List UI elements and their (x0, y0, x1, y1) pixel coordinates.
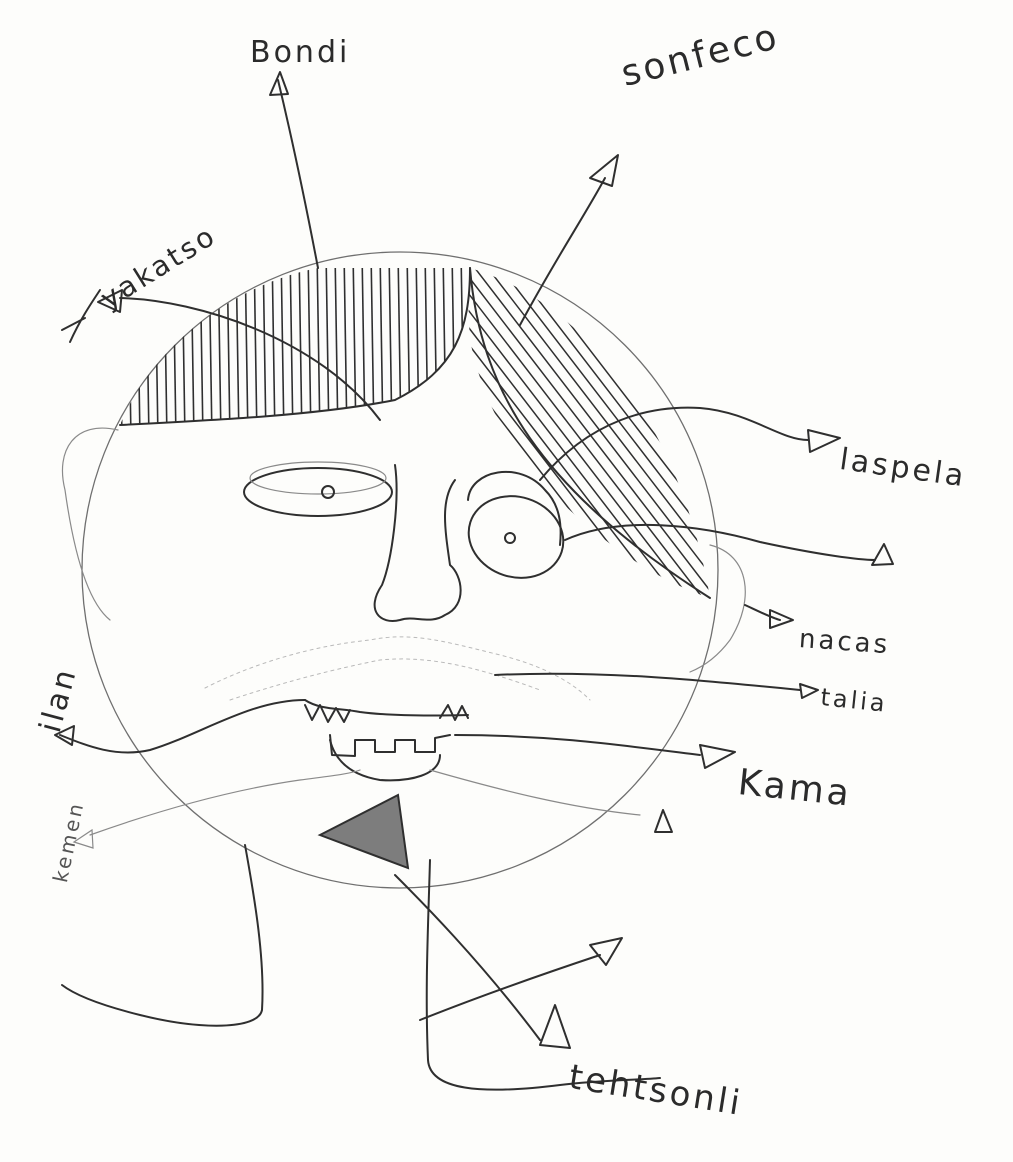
right-eye (458, 484, 574, 590)
right-pupil (505, 533, 515, 543)
left-eye (244, 468, 392, 516)
hair-right-edge (470, 268, 710, 598)
left-ear (62, 428, 118, 620)
goatee (320, 795, 408, 868)
neck-left (62, 845, 263, 1026)
lower-teeth (330, 735, 450, 756)
label-nacas: nacas (798, 626, 891, 658)
left-eye-inner (250, 462, 386, 494)
moustache (205, 637, 590, 700)
left-pupil (322, 486, 334, 498)
label-bondi: Bondi (250, 38, 350, 68)
label-talia: talia (819, 685, 888, 716)
nose (375, 465, 461, 621)
chin-curve (330, 740, 440, 780)
hair-right (240, 250, 1013, 640)
